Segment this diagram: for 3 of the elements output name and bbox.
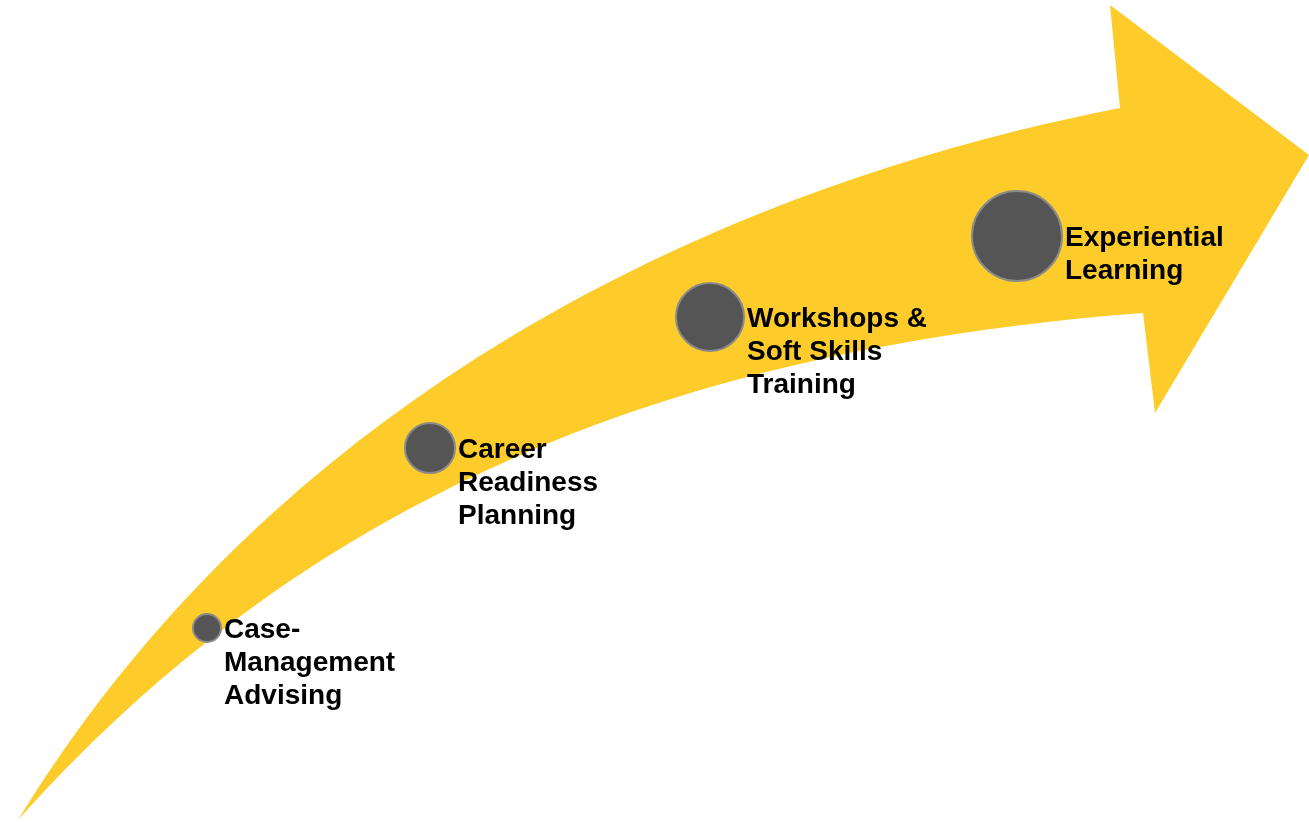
step-label: Experiential Learning bbox=[1065, 220, 1225, 286]
step-label: Career Readiness Planning bbox=[458, 432, 600, 531]
step-label: Case-Management Advising bbox=[224, 612, 397, 711]
